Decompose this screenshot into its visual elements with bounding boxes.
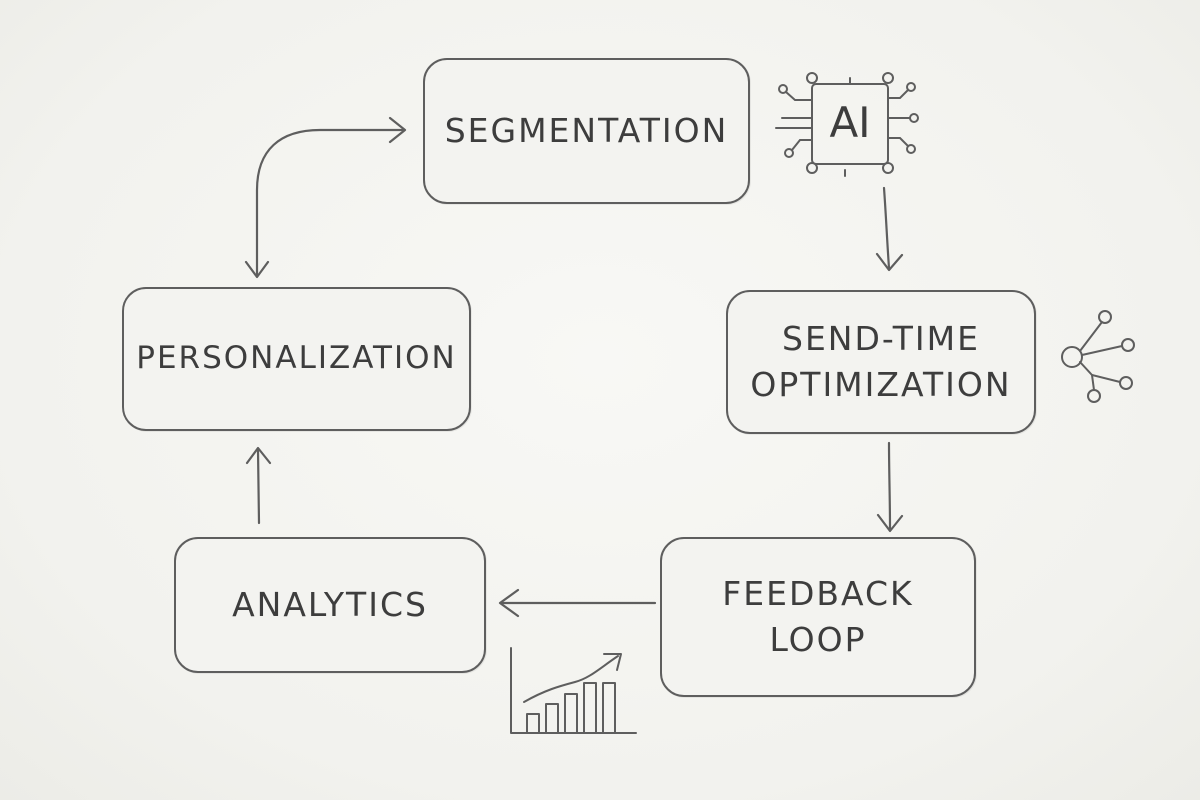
node-segmentation: SEGMENTATION	[423, 58, 750, 204]
svg-text:AI: AI	[829, 98, 870, 147]
arrow-personalization-segmentation	[244, 116, 407, 279]
arrow-feedback-to-analytics	[498, 588, 657, 618]
node-analytics: ANALYTICS	[174, 537, 486, 673]
node-personalization-label: PERSONALIZATION	[136, 340, 457, 377]
arrow-segmentation-to-sendtime	[875, 186, 904, 272]
node-feedback-loop: FEEDBACK LOOP	[660, 537, 976, 697]
arrow-analytics-to-personalization	[245, 446, 272, 525]
node-feedback-label-line2: LOOP	[769, 620, 867, 659]
bar-chart-growth-icon	[510, 647, 637, 734]
node-send-time-label-line2: OPTIMIZATION	[750, 365, 1012, 404]
node-analytics-label: ANALYTICS	[232, 584, 428, 624]
node-personalization: PERSONALIZATION	[122, 287, 471, 431]
arrow-sendtime-to-feedback	[876, 441, 904, 533]
network-nodes-icon	[1061, 310, 1135, 403]
ai-chip-icon: AI	[775, 72, 919, 177]
node-feedback-label-line1: FEEDBACK	[722, 573, 914, 613]
node-send-time-label-line1: SEND-TIME	[782, 318, 980, 358]
node-send-time-optimization: SEND-TIME OPTIMIZATION	[726, 290, 1036, 434]
node-segmentation-label: SEGMENTATION	[444, 110, 729, 150]
